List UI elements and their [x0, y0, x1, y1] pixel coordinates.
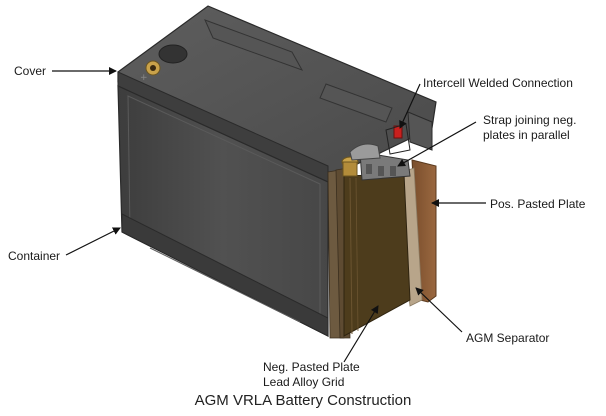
arrow-intercell	[399, 83, 421, 129]
label-neg-line1: Neg. Pasted Plate	[263, 360, 360, 374]
plate-stack	[327, 159, 437, 339]
arrow-neg-plate	[343, 305, 379, 363]
label-cover: Cover	[14, 64, 47, 78]
label-container: Container	[8, 249, 61, 263]
label-agm-separator: AGM Separator	[466, 331, 550, 345]
leader-arrows	[52, 67, 486, 363]
arrow-agm-separator	[415, 287, 463, 333]
label-neg-line2: Lead Alloy Grid	[263, 375, 345, 389]
arrow-container	[65, 227, 121, 256]
label-strap-line2: plates in parallel	[483, 128, 570, 142]
label-intercell: Intercell Welded Connection	[423, 76, 573, 90]
vent-cap	[158, 44, 188, 64]
label-pos-plate: Pos. Pasted Plate	[490, 197, 586, 211]
label-strap-line1: Strap joining neg.	[483, 113, 577, 127]
diagram-caption: AGM VRLA Battery Construction	[194, 392, 412, 409]
arrow-strap	[397, 121, 477, 167]
negative-plate	[343, 173, 411, 337]
svg-text:+: +	[140, 73, 148, 83]
terminals: +	[140, 60, 433, 181]
battery-body	[117, 5, 437, 337]
intercell-weld	[393, 125, 403, 139]
